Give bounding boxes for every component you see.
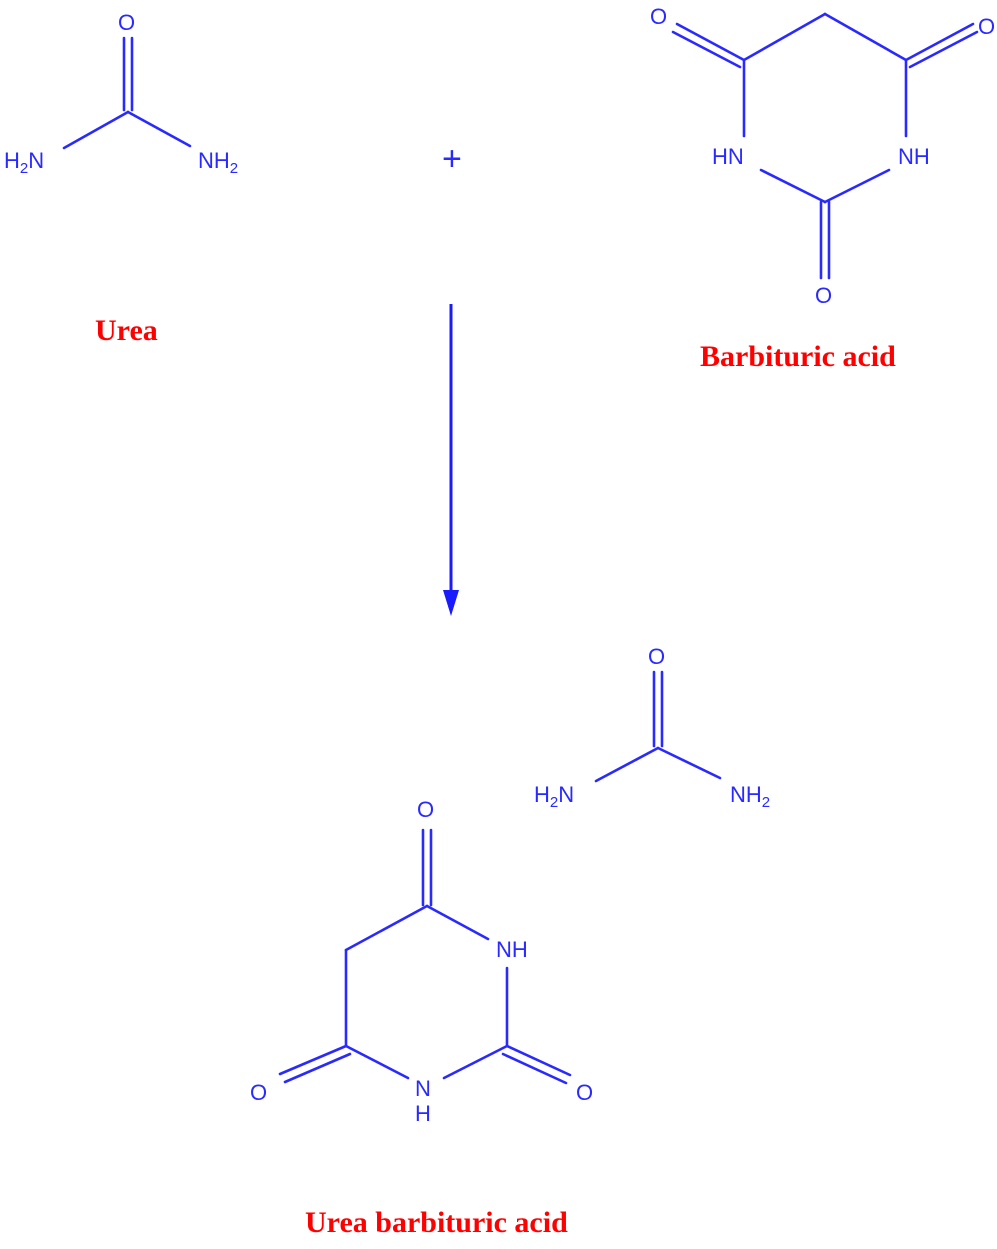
barbituric-acid-label: Barbituric acid: [700, 340, 896, 373]
product-n-right-atom: NH: [496, 937, 528, 962]
urea-right-amine: NH2: [198, 148, 238, 177]
urea-structure: O H2N NH2: [4, 10, 238, 177]
barbituric-o-right-atom: O: [978, 14, 995, 39]
product-o-top-atom: O: [417, 797, 434, 822]
product-urea-oxygen-atom: O: [648, 644, 665, 669]
plus-operator: +: [442, 140, 462, 178]
product-label: Urea barbituric acid: [305, 1206, 568, 1239]
product-o-right-atom: O: [576, 1080, 593, 1105]
product-barbituric-structure: O O O NH N H: [250, 797, 593, 1126]
barbituric-n-right-atom: NH: [898, 144, 930, 169]
product-urea-left-amine: H2N: [534, 782, 574, 811]
product-o-left-atom: O: [250, 1080, 267, 1105]
barbituric-o-bottom-atom: O: [815, 283, 832, 308]
product-n-bottom-atom: N: [415, 1076, 431, 1101]
barbituric-acid-structure: O O O HN NH: [650, 4, 995, 308]
urea-label: Urea: [95, 314, 158, 347]
barbituric-n-left-atom: HN: [712, 144, 744, 169]
barbituric-o-left-atom: O: [650, 4, 667, 29]
product-urea-right-amine: NH2: [730, 782, 770, 811]
product-urea-structure: O H2N NH2: [534, 644, 770, 811]
product-h-bottom-atom: H: [415, 1101, 431, 1126]
urea-left-amine: H2N: [4, 148, 44, 177]
reaction-arrow: [443, 304, 459, 616]
urea-oxygen-atom: O: [118, 10, 135, 35]
